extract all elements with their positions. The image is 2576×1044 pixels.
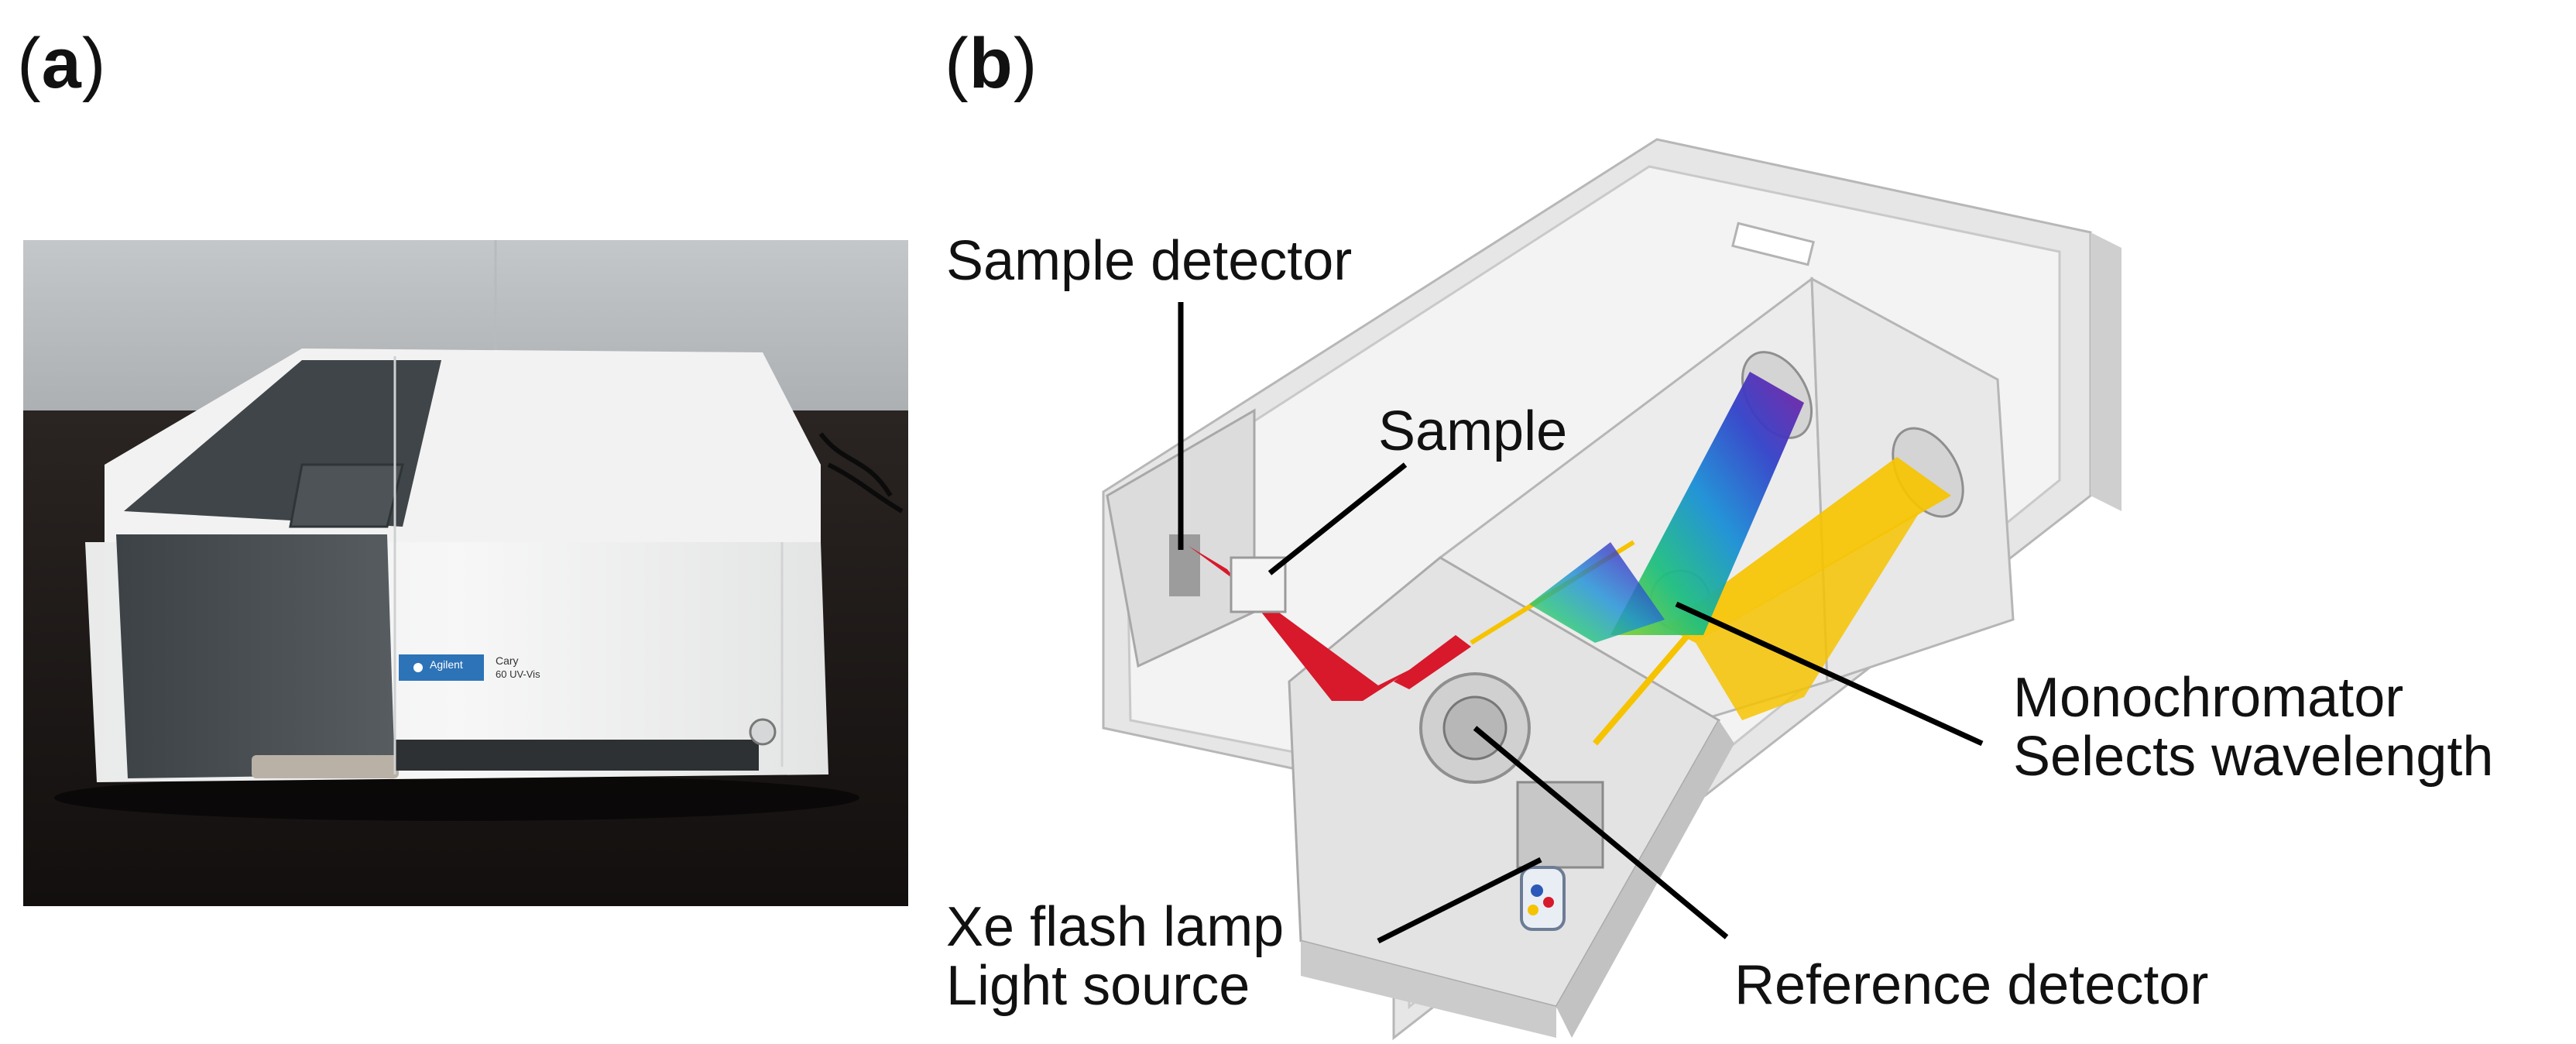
- label-sample-detector: Sample detector: [946, 230, 1353, 292]
- label-monochromator: Monochromator Selects wavelength: [2013, 667, 2494, 788]
- panel-label-b: (b): [945, 24, 1038, 103]
- label-xe-flash-lamp: Xe flash lamp Light source: [946, 898, 1284, 1015]
- badge-model-line1: Cary: [496, 654, 519, 667]
- label-sample: Sample: [1378, 400, 1568, 462]
- label-reference-detector: Reference detector: [1734, 954, 2209, 1016]
- sample-detector-block: [1169, 534, 1200, 596]
- beam-red-sample: [1189, 546, 1417, 701]
- beam-dispersed-spectrum: [1610, 372, 1804, 635]
- badge-brand-text: Agilent: [430, 658, 463, 671]
- sample-compartment-door: [116, 534, 395, 778]
- leader-monochromator: [1675, 601, 1984, 747]
- leader-sample: [1267, 462, 1408, 575]
- leader-xe-lamp: [1377, 857, 1542, 944]
- leader-reference-detector: [1473, 726, 1729, 939]
- badge-model-line2: 60 UV-Vis: [496, 668, 540, 680]
- beam-yellow-out: [1696, 511, 1920, 720]
- label-monochromator-line1: Monochromator: [2013, 667, 2404, 729]
- brand-badge: [399, 654, 484, 681]
- panel-letter-a: a: [41, 24, 82, 103]
- beam-yellow-to-mirror: [1665, 457, 1951, 643]
- panel-label-a: (a): [17, 24, 107, 103]
- panel-letter-b: b: [969, 24, 1014, 103]
- label-xe-lamp-line2: Light source: [946, 954, 1250, 1017]
- label-xe-lamp-line1: Xe flash lamp: [946, 896, 1285, 958]
- xe-flash-lamp-bulb: [1520, 866, 1566, 931]
- label-monochromator-line2: Selects wavelength: [2013, 725, 2494, 788]
